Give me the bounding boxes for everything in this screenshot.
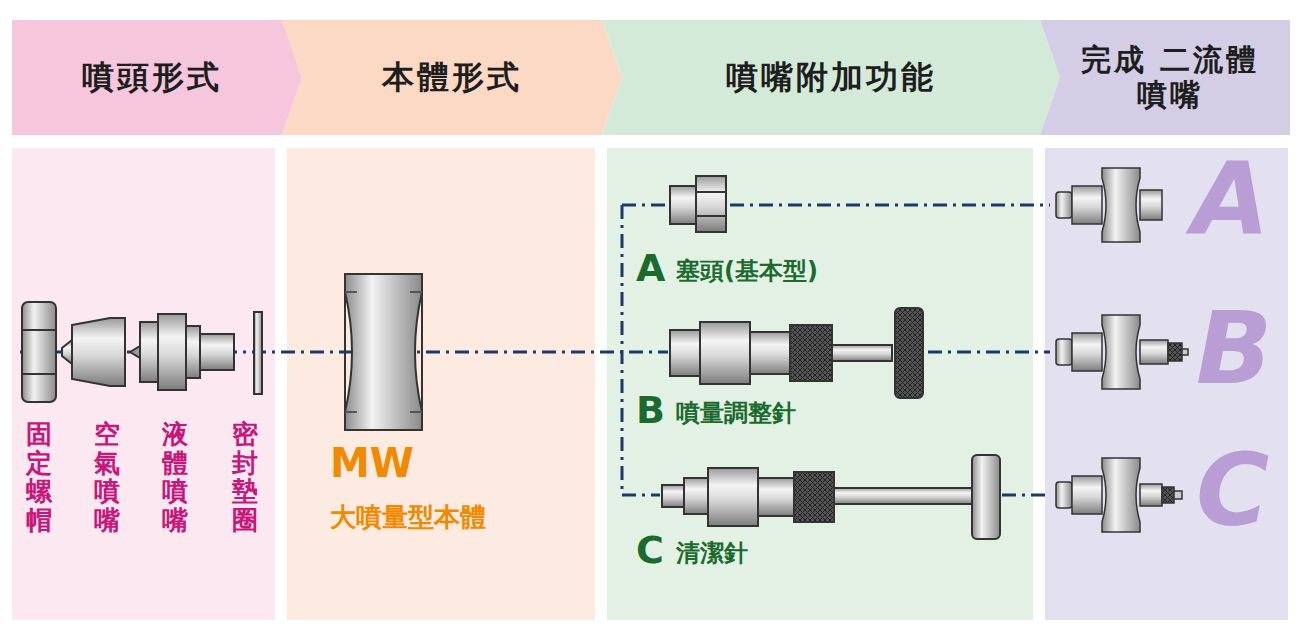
nozzle-parts bbox=[22, 302, 262, 402]
result-letter: C bbox=[1196, 432, 1269, 549]
header-band: 噴嘴附加功能 bbox=[602, 20, 1060, 135]
option-letter: C bbox=[636, 528, 664, 572]
body bbox=[345, 274, 422, 430]
result-letter: A bbox=[1192, 140, 1269, 257]
part-name: 液體噴嘴 bbox=[162, 420, 188, 534]
option-letter: B bbox=[636, 388, 665, 432]
header-band: 本體形式 bbox=[282, 20, 622, 135]
part-name: 固定螺帽 bbox=[26, 420, 52, 534]
option-name: 清潔針 bbox=[676, 537, 748, 569]
header-band: 完成 二流體噴嘴 bbox=[1040, 20, 1290, 135]
header-text: 本體形式 bbox=[382, 59, 522, 96]
part-name: 空氣噴嘴 bbox=[94, 420, 120, 534]
panel bbox=[12, 148, 275, 620]
result-letter: B bbox=[1196, 290, 1272, 407]
model-code: MW bbox=[330, 440, 414, 486]
option-name: 噴量調整針 bbox=[676, 397, 796, 429]
part-name: 密封墊圈 bbox=[232, 420, 258, 534]
band-fill bbox=[1040, 20, 1290, 135]
header-text: 完成 二流體噴嘴 bbox=[1075, 43, 1265, 112]
header-band: 噴頭形式 bbox=[12, 20, 302, 135]
panel bbox=[287, 148, 595, 620]
part-name: 大噴量型本體 bbox=[330, 500, 486, 535]
band-fill bbox=[282, 20, 622, 135]
adjust-needle bbox=[670, 308, 923, 398]
panel bbox=[607, 148, 1033, 620]
assembled-nozzle bbox=[1056, 168, 1188, 532]
band-fill bbox=[602, 20, 1060, 135]
band-fill bbox=[12, 20, 302, 135]
cleaning-needle bbox=[662, 455, 1000, 539]
plug bbox=[670, 176, 726, 232]
header-text: 噴頭形式 bbox=[82, 59, 222, 96]
option-name: 塞頭(基本型) bbox=[676, 255, 818, 287]
header-text: 噴嘴附加功能 bbox=[726, 59, 936, 96]
option-letter: A bbox=[636, 246, 665, 290]
